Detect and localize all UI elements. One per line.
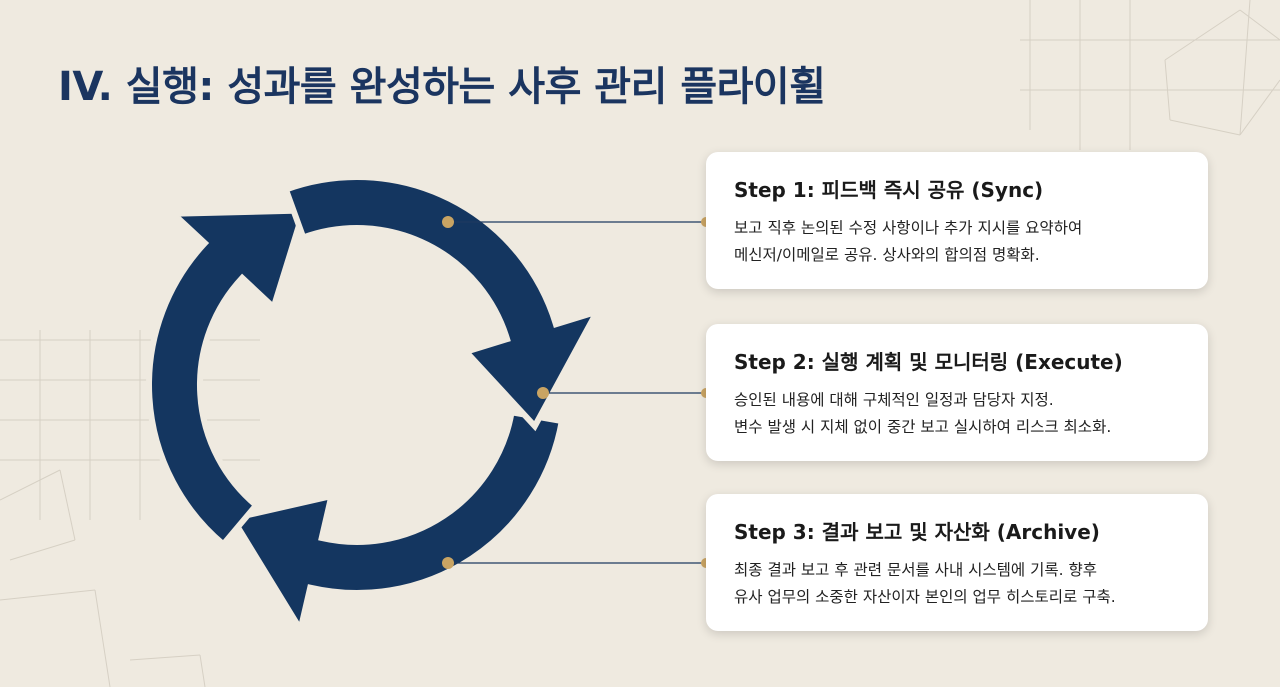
step-2-heading: Step 2: 실행 계획 및 모니터링 (Execute) xyxy=(734,350,1123,374)
step-3-heading: Step 3: 결과 보고 및 자산화 (Archive) xyxy=(734,520,1100,544)
step-1-card: Step 1: 피드백 즉시 공유 (Sync) 보고 직후 논의된 수정 사항… xyxy=(706,152,1208,289)
arrow-segment-top xyxy=(282,173,604,432)
step-1-description-line-2: 메신저/이메일로 공유. 상사와의 합의점 명확화. xyxy=(734,246,1040,264)
step-1-heading: Step 1: 피드백 즉시 공유 (Sync) xyxy=(734,178,1044,202)
page-title: IV. 실행: 성과를 완성하는 사후 관리 플라이휠 xyxy=(58,64,826,110)
step-2-card: Step 2: 실행 계획 및 모니터링 (Execute) 승인된 내용에 대… xyxy=(706,324,1208,461)
step-2-description-line-2: 변수 발생 시 지체 없이 중간 보고 실시하여 리스크 최소화. xyxy=(734,418,1112,436)
step-3-description-line-1: 최종 결과 보고 후 관련 문서를 사내 시스템에 기록. 향후 xyxy=(734,561,1097,579)
step-3-card: Step 3: 결과 보고 및 자산화 (Archive) 최종 결과 보고 후… xyxy=(706,494,1208,631)
step-1-ring-dot xyxy=(442,216,454,228)
step-2-description-line-1: 승인된 내용에 대해 구체적인 일정과 담당자 지정. xyxy=(734,391,1054,409)
step-2-ring-dot xyxy=(537,387,549,399)
arrow-segment-left xyxy=(146,207,308,549)
step-3-description-line-2: 유사 업무의 소중한 자산이자 본인의 업무 히스토리로 구축. xyxy=(734,588,1116,606)
step-3-ring-dot xyxy=(442,557,454,569)
step-1-description-line-1: 보고 직후 논의된 수정 사항이나 추가 지시를 요약하여 xyxy=(734,219,1083,237)
arrow-segment-bottom xyxy=(227,408,566,638)
